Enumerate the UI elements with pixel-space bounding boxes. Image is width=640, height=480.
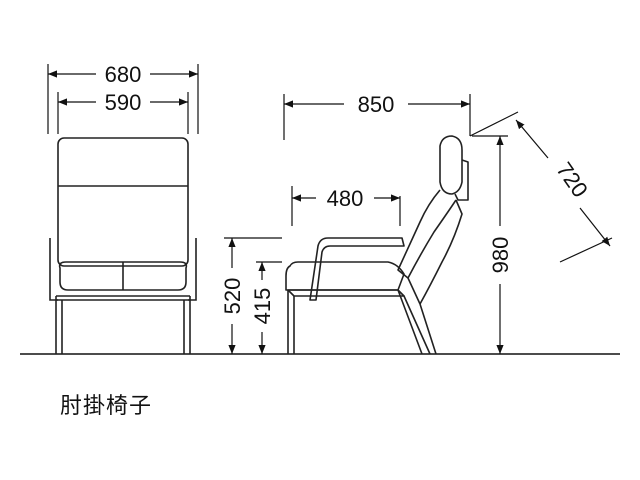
dim-side-depth: 850 [358,92,395,117]
side-front-leg [287,290,295,354]
drawing-caption: 肘掛椅子 [60,394,153,419]
side-seat-cushion [285,261,405,291]
side-armrest [309,237,405,301]
dim-diagonal-depth: 720 [551,157,593,201]
side-headrest [439,135,463,195]
front-view [49,137,197,354]
dim-line-diagonal-depth [515,119,549,159]
front-seat-cushion [58,261,188,291]
dim-arm-height: 520 [220,278,245,315]
side-rear-leg [397,289,437,355]
dim-seat-height: 415 [250,288,275,325]
dim-seat-depth: 480 [327,186,364,211]
side-view [285,135,469,355]
dim-overall-height: 980 [488,237,513,274]
dim-front-overall-width: 680 [105,62,142,87]
side-backrest [397,189,457,279]
front-backrest [57,137,189,267]
dim-front-seat-width: 590 [105,90,142,115]
